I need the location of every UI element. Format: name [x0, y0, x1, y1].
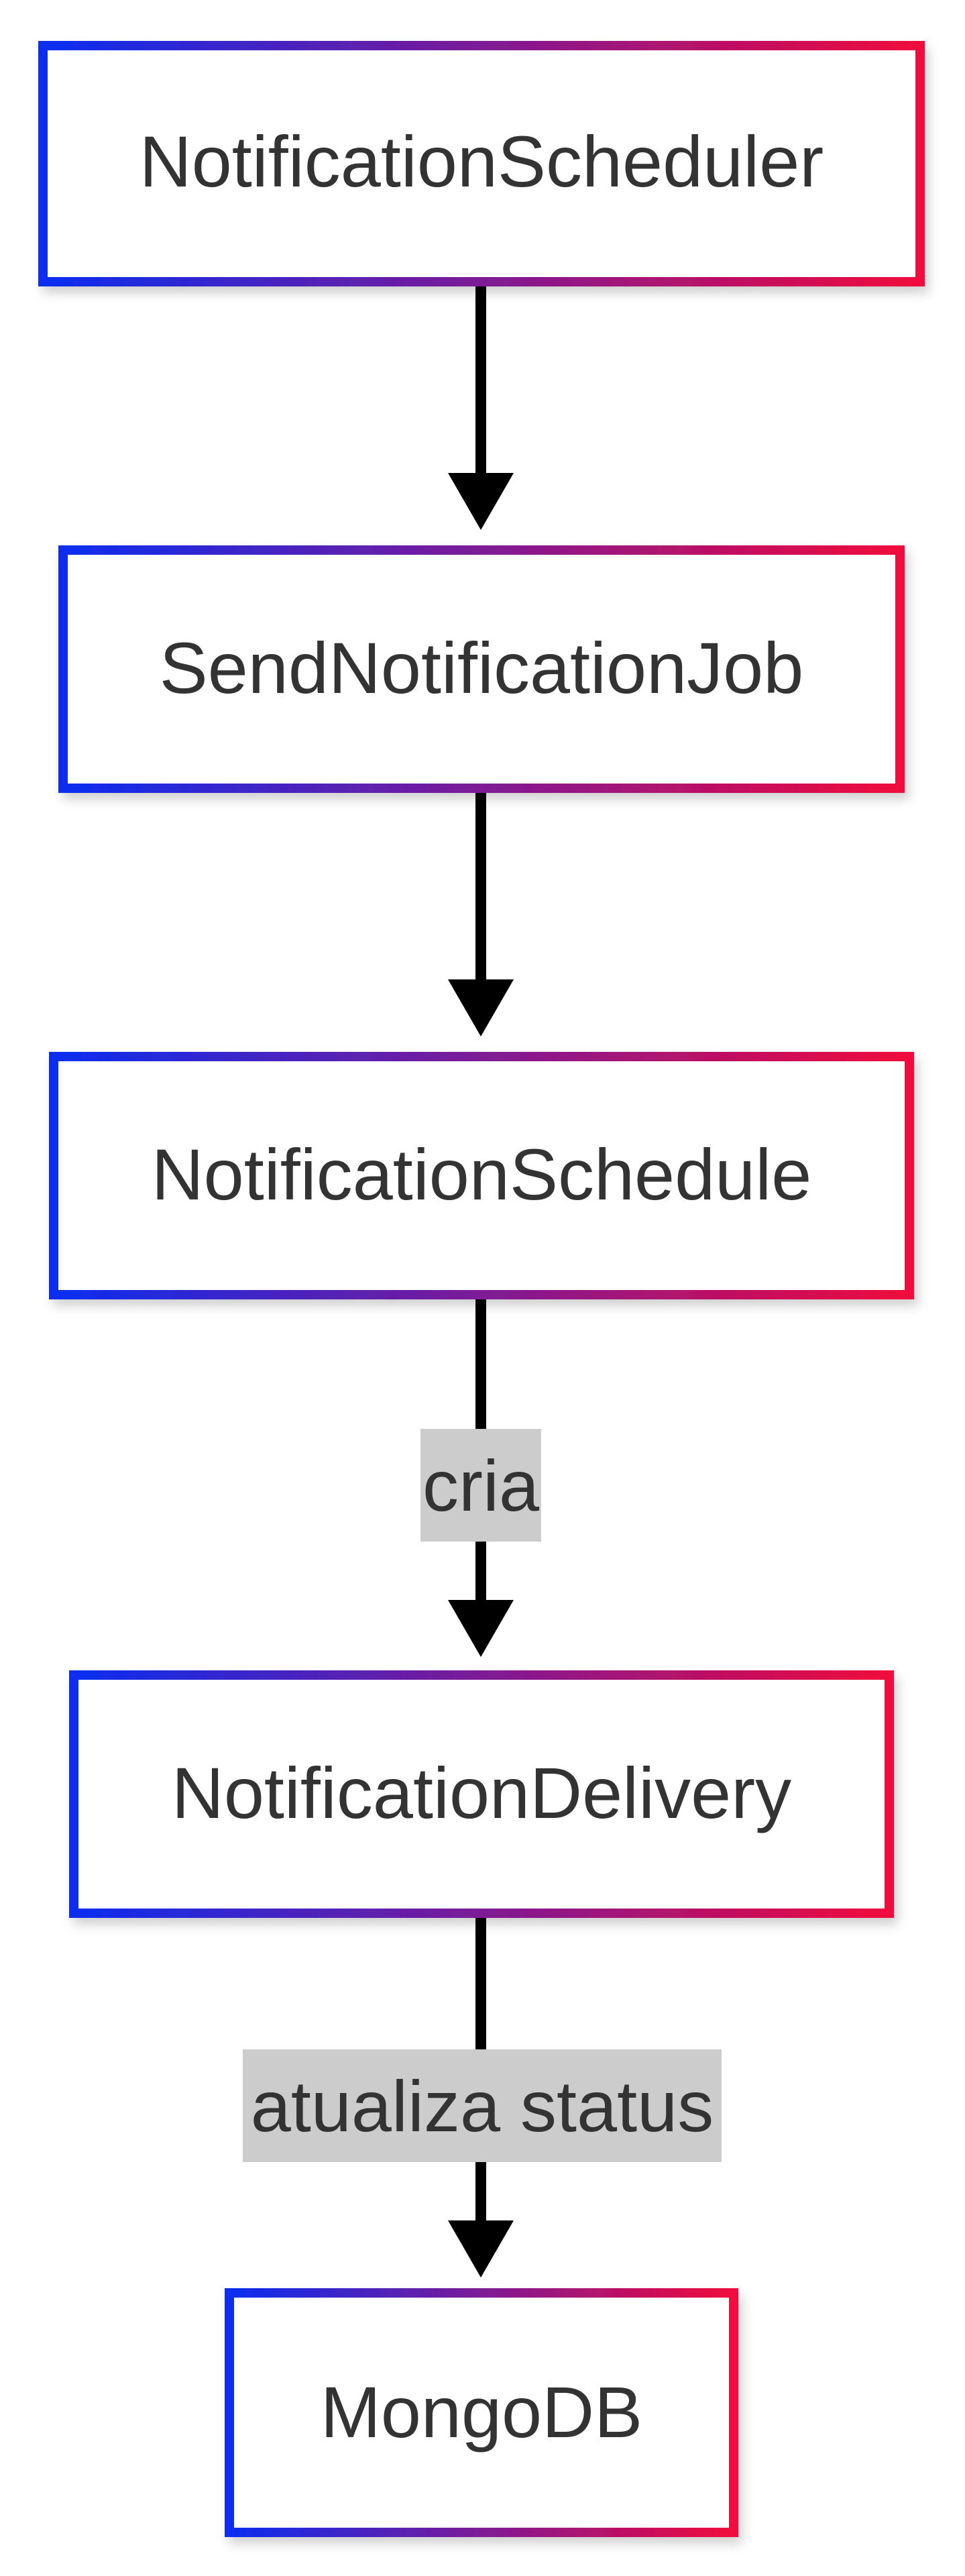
node-label: SendNotificationJob: [160, 627, 804, 708]
edge-scheduler-to-job: [448, 285, 514, 530]
node-notification-delivery: NotificationDelivery: [69, 1670, 894, 1918]
node-label: NotificationScheduler: [139, 121, 824, 202]
node-notification-schedule: NotificationSchedule: [49, 1052, 914, 1299]
arrowhead-icon: [448, 2220, 514, 2277]
edge-label-background: [243, 2049, 722, 2162]
node-box: [38, 41, 925, 286]
node-label: NotificationSchedule: [152, 1134, 812, 1215]
node-label: NotificationDelivery: [172, 1752, 791, 1833]
edge-job-to-schedule: [448, 792, 514, 1036]
node-notification-scheduler: NotificationScheduler: [38, 41, 925, 286]
node-box: [58, 545, 905, 793]
edge-label-atualiza-status: atualiza status: [251, 2065, 714, 2147]
node-box: [69, 1670, 894, 1918]
node-box: [225, 2288, 738, 2537]
node-label: MongoDB: [321, 2371, 642, 2453]
edge-label-cria: cria: [422, 1445, 540, 1526]
node-send-notification-job: SendNotificationJob: [58, 545, 905, 793]
arrowhead-icon: [448, 979, 514, 1036]
edge-label-background: [420, 1429, 541, 1542]
edge-schedule-to-delivery: cria: [420, 1298, 541, 1657]
edge-delivery-to-mongodb: atualiza status: [243, 1915, 722, 2277]
arrowhead-icon: [448, 1600, 514, 1657]
node-box: [49, 1052, 914, 1299]
arrowhead-icon: [448, 473, 514, 530]
node-mongodb: MongoDB: [225, 2288, 738, 2537]
